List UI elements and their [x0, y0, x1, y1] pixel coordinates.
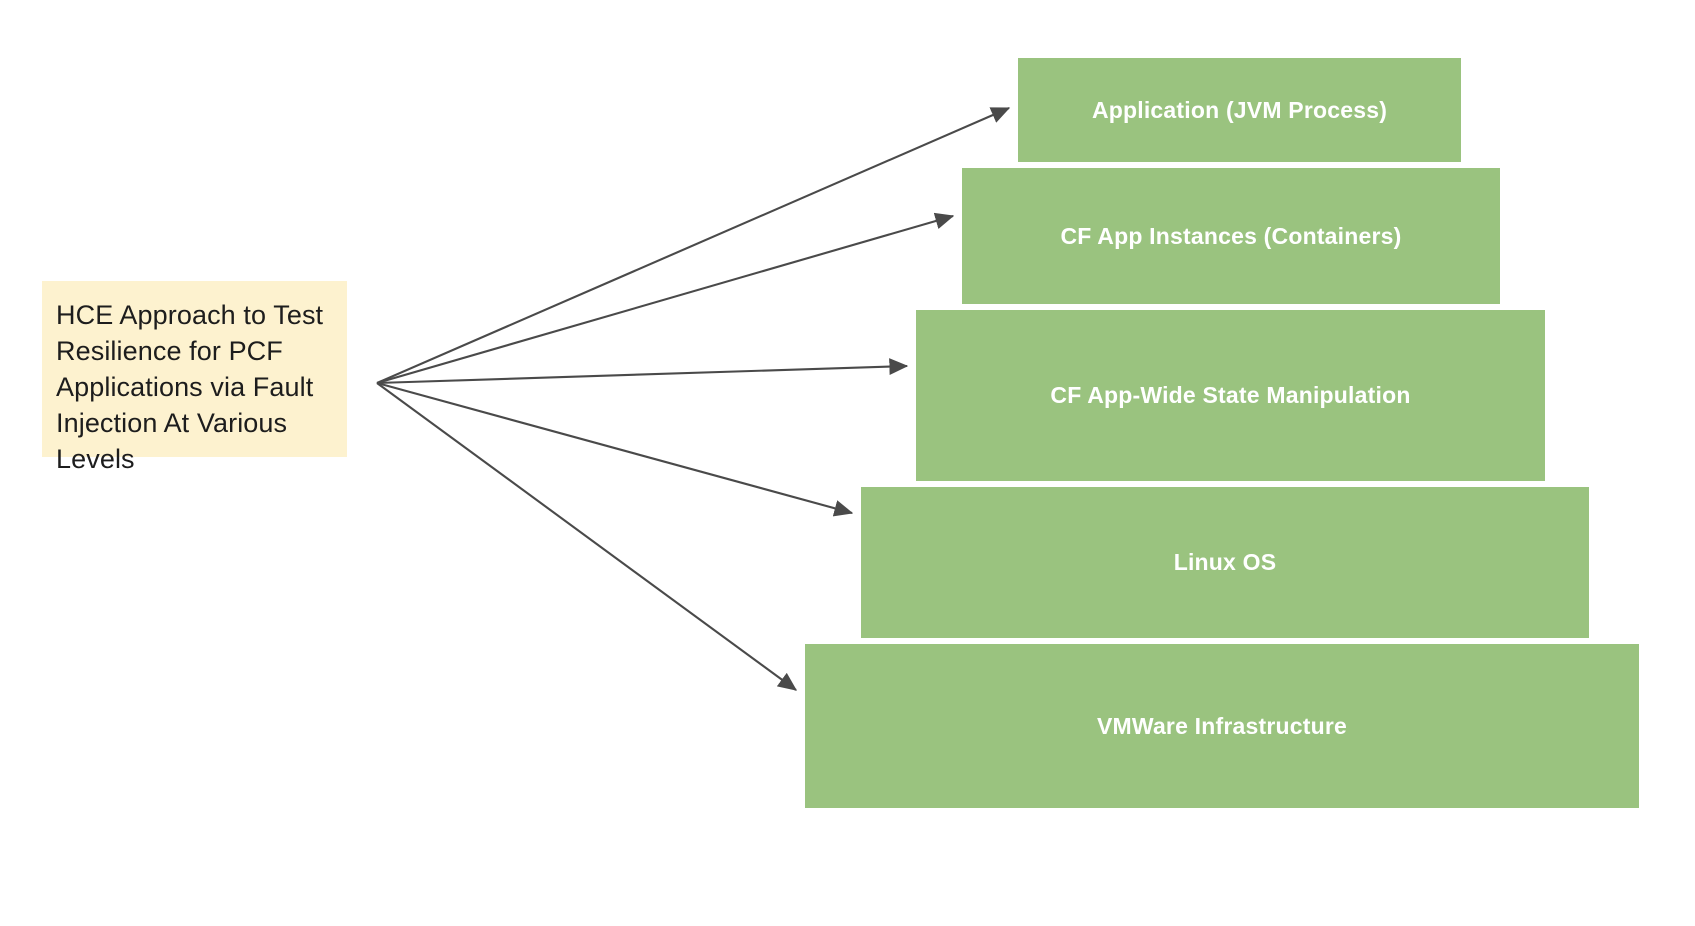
layer-box-label: VMWare Infrastructure — [1096, 712, 1347, 739]
layer-box-linux-os[interactable]: Linux OS — [861, 487, 1589, 638]
layer-box-application[interactable]: Application (JVM Process) — [1018, 58, 1461, 162]
source-node-hce-approach[interactable]: HCE Approach to Test Resilience for PCF … — [42, 281, 347, 474]
layer-box-label: CF App Instances (Containers) — [1060, 222, 1402, 249]
layer-box-label: CF App-Wide State Manipulation — [1050, 382, 1411, 408]
layer-box-label: Application (JVM Process) — [1091, 96, 1388, 123]
source-node-label: HCE Approach to Test Resilience for PCF … — [56, 300, 324, 474]
connector-arrow-cf-app-instances — [376, 212, 955, 385]
layer-box-cf-app-wide-state[interactable]: CF App-Wide State Manipulation — [916, 310, 1545, 481]
connector-arrow-linux-os — [376, 381, 854, 517]
layer-box-vmware-infrastructure[interactable]: VMWare Infrastructure — [805, 644, 1639, 808]
connector-arrow-cf-app-wide-state — [376, 358, 909, 385]
connector-arrow-application — [376, 107, 1011, 384]
layer-box-label: Linux OS — [1173, 549, 1277, 575]
connector-arrow-vmware-infrastructure — [376, 382, 798, 691]
layer-box-cf-app-instances[interactable]: CF App Instances (Containers) — [962, 168, 1500, 304]
